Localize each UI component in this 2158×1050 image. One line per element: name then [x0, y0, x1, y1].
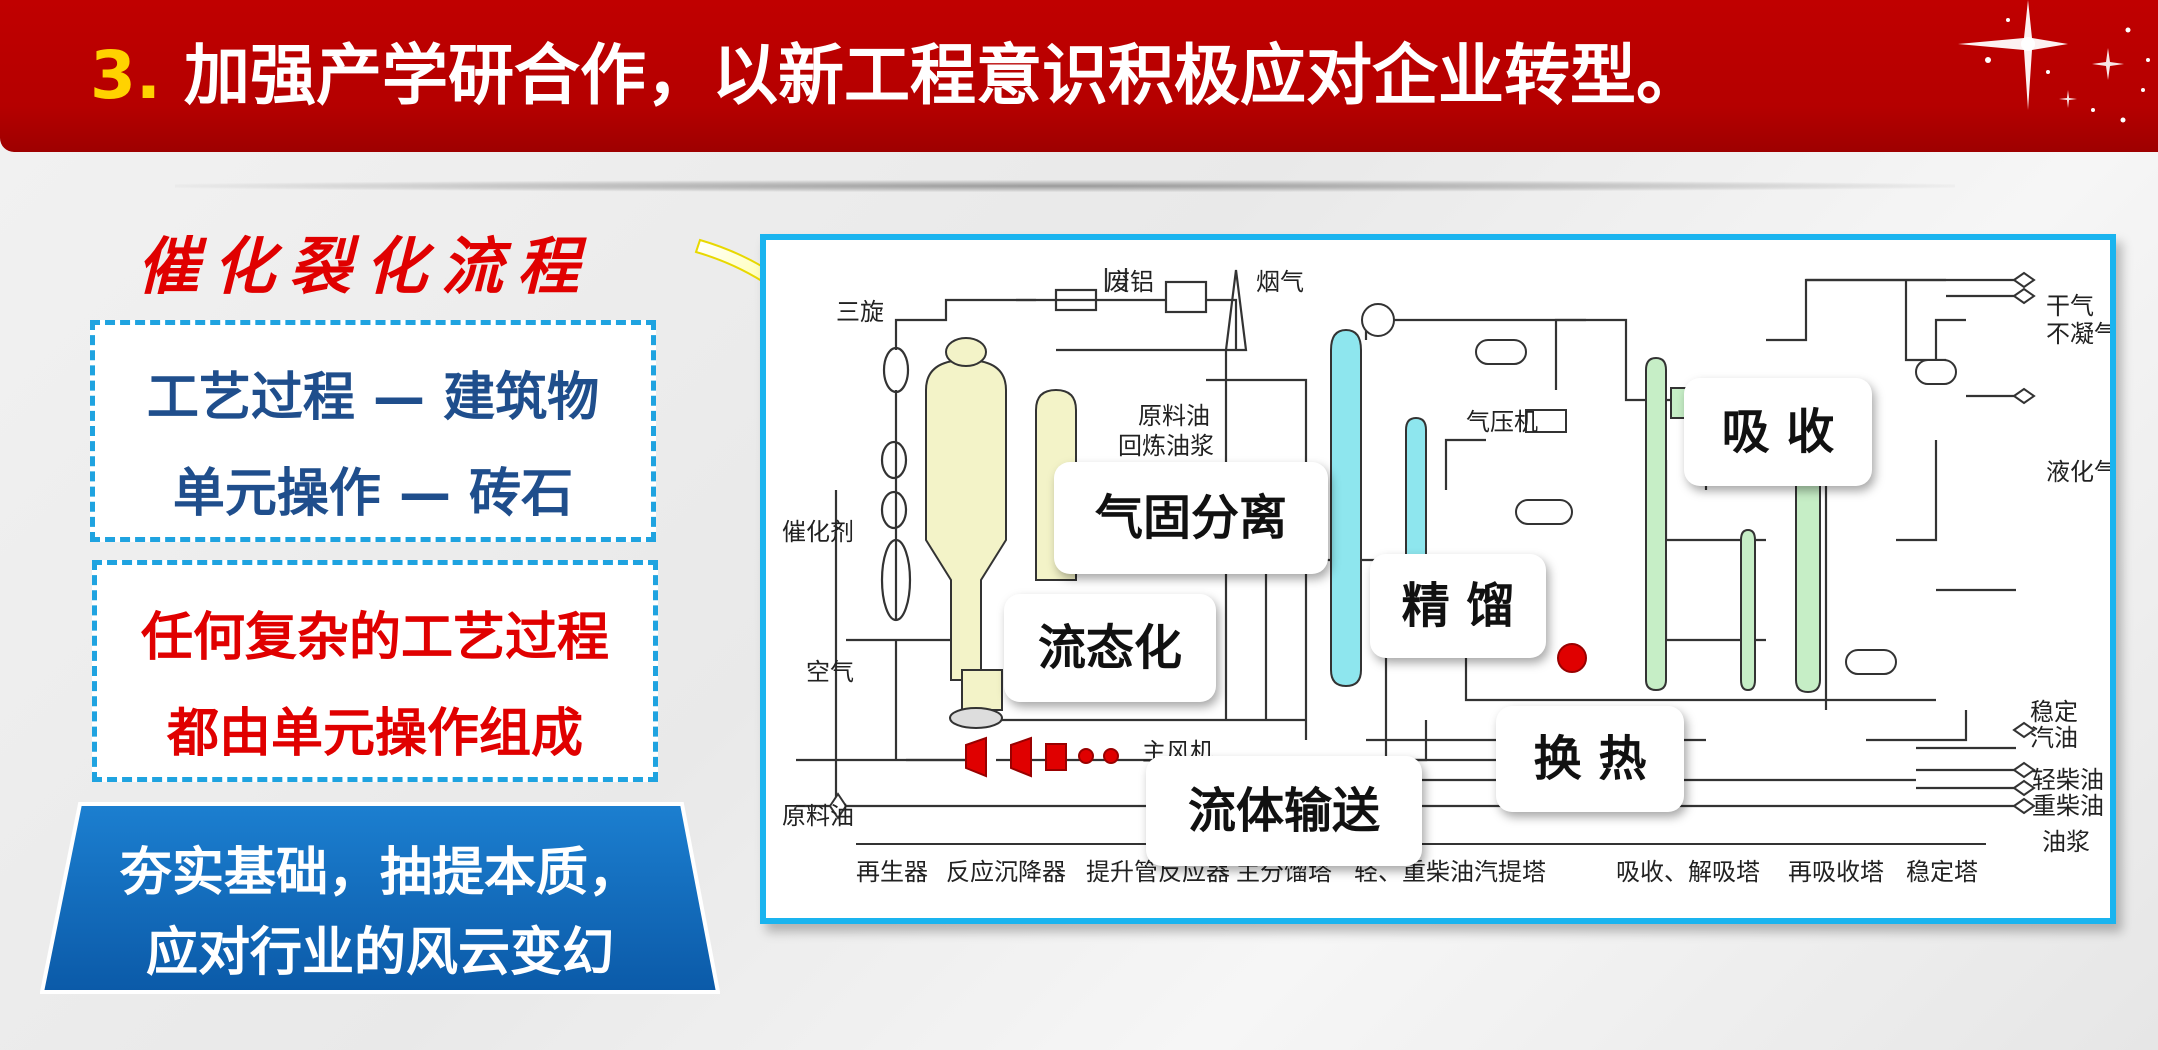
page-title: 3. 加强产学研合作，以新工程意识积极应对企业转型。: [90, 36, 1702, 116]
sparkle-decoration: [1958, 0, 2150, 123]
title-text: 加强产学研合作，以新工程意识积极应对企业转型。: [183, 37, 1702, 114]
label-yanqi: 烟气: [1256, 268, 1304, 296]
label-yehuaqi: 液化气: [2046, 458, 2110, 486]
analogy-line-1: 工艺过程 — 建筑物: [146, 368, 600, 428]
callout-fluid-transport: 流体输送: [1146, 756, 1422, 866]
fractionator-column: [1330, 328, 1427, 688]
callout-heat-exchange: 换 热: [1496, 706, 1684, 812]
conclusion-line-2: 应对行业的风云变幻: [145, 923, 614, 983]
bottom-label-0: 再生器: [856, 858, 928, 886]
label-sanxuan: 三旋: [836, 298, 884, 326]
label-qingchaiyou: 轻柴油: [2032, 766, 2104, 794]
label-qiyou: 汽油: [2030, 724, 2078, 752]
label-yuanliaoyou: 原料油: [782, 802, 854, 830]
bottom-label-5: 吸收、解吸塔: [1616, 858, 1760, 886]
label-qiyaji: 气压机: [1466, 408, 1538, 436]
principle-line-1: 任何复杂的工艺过程: [140, 608, 609, 668]
conclusion-line-1: 夯实基础，抽提本质，: [119, 843, 640, 903]
label-cuihuaji: 催化剂: [782, 518, 854, 546]
label-huilian-youjiang: 回炼油浆: [1118, 432, 1214, 460]
label-kongqi: 空气: [806, 658, 854, 686]
callout-distillation: 精 馏: [1370, 554, 1546, 658]
bottom-equipment-labels: 再生器 反应沉降器 提升管反应器 主分馏塔 轻、重柴油汽提塔 吸收、解吸塔 再吸…: [856, 858, 1978, 886]
title-number: 3.: [90, 37, 161, 114]
label-ganqi: 干气: [2046, 292, 2094, 320]
bottom-label-6: 再吸收塔: [1788, 858, 1884, 886]
label-zhongchaiyou: 重柴油: [2032, 792, 2104, 820]
principle-line-2: 都由单元操作组成: [166, 704, 583, 764]
callout-gas-solid-separation: 气固分离: [1054, 462, 1328, 574]
callout-absorption: 吸 收: [1684, 378, 1872, 486]
label-buningqi: 不凝气: [2046, 320, 2110, 348]
label-youjiang: 油浆: [2042, 828, 2090, 856]
label-feilv: 废铝: [1106, 268, 1154, 296]
label-yuanliaoyou-huilian: 原料油: [1138, 402, 1210, 430]
principle-box: 任何复杂的工艺过程 都由单元操作组成: [92, 560, 658, 782]
subtitle: 催化裂化流程: [136, 230, 593, 303]
bottom-label-1: 反应沉降器: [946, 858, 1066, 886]
pumps-red: [965, 643, 1587, 778]
conclusion-box-shape: [40, 802, 720, 994]
label-wending: 稳定: [2030, 698, 2078, 726]
analogy-line-2: 单元操作 — 砖石: [172, 464, 574, 524]
title-banner: 3. 加强产学研合作，以新工程意识积极应对企业转型。: [0, 0, 2158, 152]
analogy-box: 工艺过程 — 建筑物 单元操作 — 砖石: [90, 320, 656, 542]
bottom-label-7: 稳定塔: [1906, 858, 1978, 886]
callout-fluidization: 流态化: [1004, 594, 1216, 702]
conclusion-box: 夯实基础，抽提本质， 应对行业的风云变幻: [40, 800, 720, 996]
header-divider: [175, 180, 1955, 192]
